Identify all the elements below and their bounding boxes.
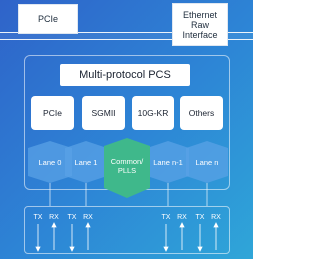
tx-arrowhead [163,246,169,252]
lane-n1-shape [147,141,189,183]
io-frame [24,206,230,254]
rx-arrowhead [85,222,91,228]
diagram-canvas: PCIe Ethernet Raw Interface Multi-protoc… [0,0,253,259]
io-label-tx: TX [161,214,171,221]
protocol-box-pcie: PCIe [31,96,74,130]
pcs-title-label: Multi-protocol PCS [79,69,171,81]
lane-1-label: Lane 1 [74,157,98,167]
lane-n1-label: Lane n-1 [153,157,183,167]
pcie-interface-box: PCIe [18,4,78,34]
tx-arrowhead [69,246,75,252]
protocol-label: Others [188,108,215,118]
protocol-label: SGMII [91,108,116,118]
io-label-rx: RX [211,214,221,221]
rx-arrowhead [213,222,219,228]
pcs-title-box: Multi-protocol PCS [60,64,190,86]
lane-n-label: Lane n [195,157,219,167]
protocol-label: 10G-KR [137,108,169,118]
lane-0-label: Lane 0 [38,157,62,167]
protocol-box-10g-kr: 10G-KR [132,96,174,130]
pcie-interface-label: PCIe [37,14,58,24]
protocol-label: PCIe [43,108,62,118]
common-plls-label: Common/ PLLS [110,157,144,175]
io-label-tx: TX [67,214,77,221]
lane-0-shape [28,141,72,183]
top-bus [0,32,253,40]
io-label-rx: RX [49,214,59,221]
lane-shapes [28,138,228,252]
tx-arrowhead [35,246,41,252]
rx-arrowhead [51,222,57,228]
io-label-rx: RX [83,214,93,221]
ethernet-raw-interface-box: Ethernet Raw Interface [172,3,228,46]
lane-n-shape [186,141,228,183]
protocol-box-others: Others [180,96,223,130]
io-label-tx: TX [33,214,43,221]
tx-arrowhead [197,246,203,252]
protocol-box-sgmii: SGMII [82,96,125,130]
rx-arrowhead [179,222,185,228]
common-plls-shape [104,138,150,198]
io-label-rx: RX [177,214,187,221]
lane-1-shape [65,141,107,183]
ethernet-raw-interface-label: Ethernet Raw Interface [182,9,218,40]
io-label-tx: TX [195,214,205,221]
